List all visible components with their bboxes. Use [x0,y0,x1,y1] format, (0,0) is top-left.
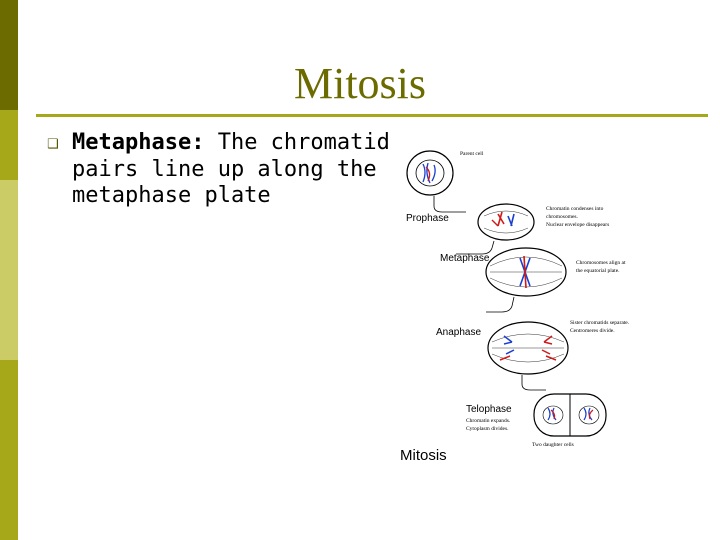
stage-label-anaphase: Anaphase [436,327,481,338]
bullet-description: The chromatid pairs line up along the me… [72,130,390,208]
sidebar-block-top [0,0,18,110]
title-divider [36,114,708,117]
sidebar-block-middle [0,180,18,360]
prophase-caption-line1: Chromatin condenses into [546,206,604,212]
daughter-cells-caption: Two daughter cells [532,442,574,448]
figure-title: Mitosis [400,447,447,464]
prophase-cell [477,203,535,241]
prophase-caption-line3: Nuclear envelope disappears [546,222,609,228]
telophase-caption-line1: Chromatin expands. [466,418,511,424]
stage-label-prophase: Prophase [406,213,449,224]
anaphase-caption-line1: Sister chromatids separate. [570,320,630,326]
stage-label-telophase: Telophase [466,404,512,415]
slide-title: Mitosis [293,59,427,108]
sidebar-block-upper [0,110,18,180]
anaphase-caption-line2: Centromeres divide. [570,328,615,334]
slide-sidebar [0,0,18,540]
square-bullet-icon: ❑ [47,137,59,152]
metaphase-caption-line2: the equatorial plate. [576,268,620,274]
metaphase-caption-line1: Chromosomes align at [576,260,626,266]
bullet-text: Metaphase: The chromatid pairs line up a… [72,130,392,210]
parent-cell-caption: Parent cell [460,151,484,157]
mitosis-diagram: Parent cell Prophase Chromatin condenses… [396,140,666,470]
metaphase-cell [485,247,567,297]
prophase-caption-line2: chromosomes. [546,214,579,220]
stage-label-metaphase: Metaphase [440,253,490,264]
anaphase-cell [487,321,569,375]
sidebar-block-bottom [0,360,18,540]
bullet-term: Metaphase: [72,130,205,155]
telophase-caption-line2: Cytoplasm divides. [466,426,509,432]
parent-cell [406,150,454,196]
daughter-cells [533,393,607,437]
